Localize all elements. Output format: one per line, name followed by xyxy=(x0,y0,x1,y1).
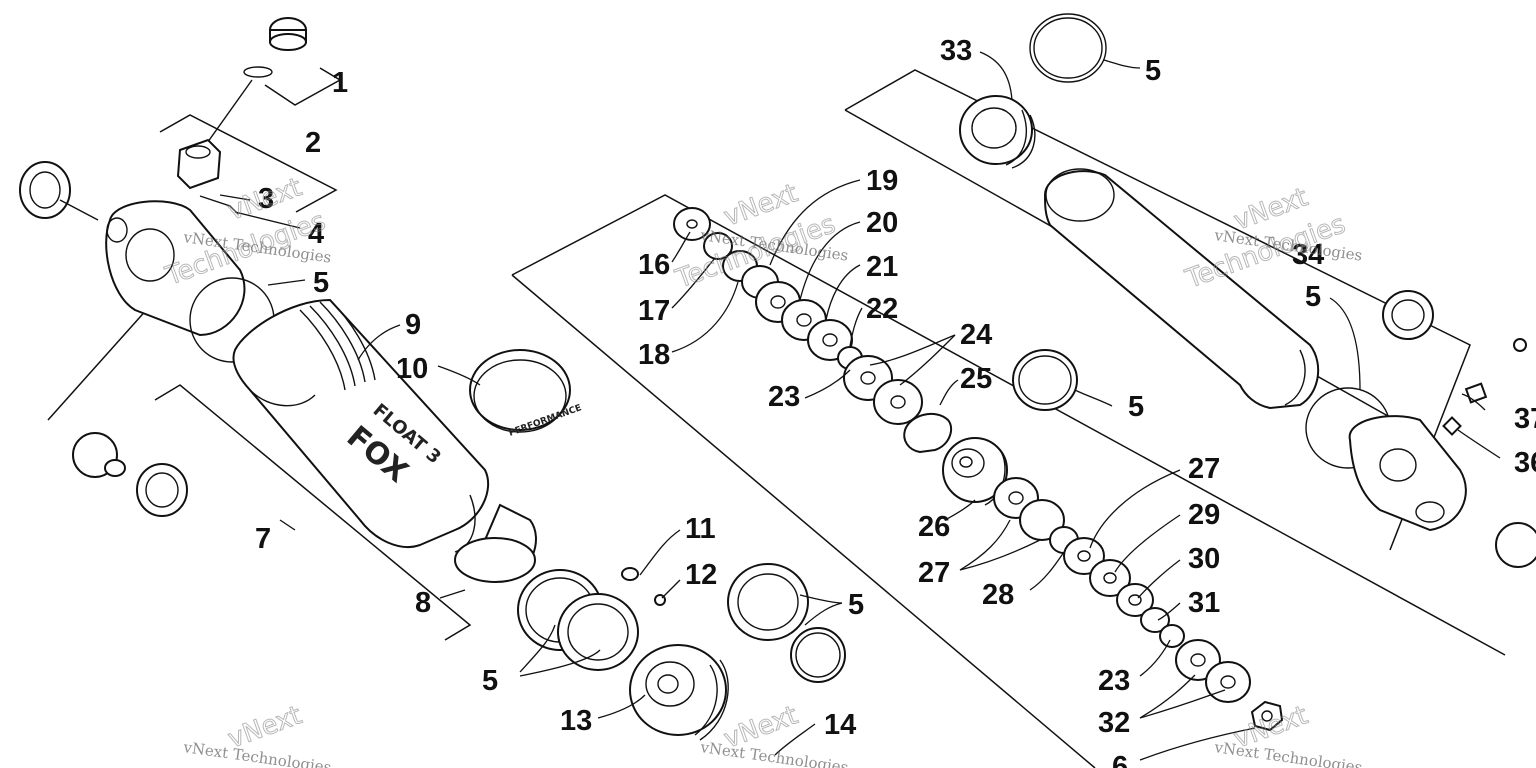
watermark-1: vNext vNext Technologies Technologies xyxy=(161,172,333,293)
label-28: 28 xyxy=(982,579,1014,611)
group-brackets xyxy=(47,67,1506,768)
label-13: 13 xyxy=(560,705,592,737)
label-33: 33 xyxy=(940,35,972,67)
center-shim-stack xyxy=(673,207,953,454)
leader-lines xyxy=(219,51,1501,761)
svg-text:vNext Technologies: vNext Technologies xyxy=(698,738,849,768)
label-6: 6 xyxy=(1112,751,1128,768)
label-34: 34 xyxy=(1292,239,1324,271)
watermark-4: vNext vNext Technologies xyxy=(181,700,332,768)
label-10: 10 xyxy=(396,353,428,385)
label-11: 11 xyxy=(685,513,716,545)
label-26: 26 xyxy=(918,511,950,543)
label-22: 22 xyxy=(866,293,898,325)
part-3-valve xyxy=(176,138,239,215)
label-5-b: 5 xyxy=(482,665,498,697)
label-19: 19 xyxy=(866,165,898,197)
part-labels: 1 2 3 4 5 7 8 9 10 5 11 12 5 13 14 16 17… xyxy=(255,35,1536,768)
label-23-b: 23 xyxy=(1098,665,1130,697)
label-29: 29 xyxy=(1188,499,1220,531)
part-26-piston xyxy=(942,437,1008,506)
part-33-cap xyxy=(959,95,1036,169)
part-5-seals-c xyxy=(727,563,846,683)
label-1: 1 xyxy=(332,67,348,99)
part-6-nut xyxy=(1250,700,1284,732)
label-14: 14 xyxy=(824,709,856,741)
part-13-piston xyxy=(629,644,729,741)
right-eye-bushings xyxy=(1382,290,1536,568)
label-5-a: 5 xyxy=(313,267,329,299)
part-5-seals-b xyxy=(517,569,639,671)
label-12: 12 xyxy=(685,559,717,591)
label-20: 20 xyxy=(866,207,898,239)
label-36: 36 xyxy=(1514,447,1536,479)
label-9: 9 xyxy=(405,309,421,341)
label-31: 31 xyxy=(1188,587,1220,619)
label-3: 3 xyxy=(258,183,274,215)
svg-text:vNext Technologies: vNext Technologies xyxy=(1212,738,1363,768)
label-2: 2 xyxy=(305,127,321,159)
label-7: 7 xyxy=(255,523,271,555)
label-17: 17 xyxy=(638,295,670,327)
part-11-12-pins xyxy=(621,567,666,606)
label-25: 25 xyxy=(960,363,992,395)
label-8: 8 xyxy=(415,587,431,619)
part-8-ring xyxy=(454,537,536,583)
label-23-a: 23 xyxy=(768,381,800,413)
part-5-oring-e xyxy=(1029,13,1107,83)
label-27-a: 27 xyxy=(918,557,950,589)
part-eye-end xyxy=(19,161,246,337)
label-4: 4 xyxy=(308,218,324,250)
part-reservoir-head xyxy=(1348,415,1467,532)
label-32: 32 xyxy=(1098,707,1130,739)
label-18: 18 xyxy=(638,339,670,371)
label-24: 24 xyxy=(960,319,992,351)
part-shaft-bushings xyxy=(72,432,188,517)
watermark-6: vNext vNext Technologies xyxy=(1212,700,1363,768)
label-37: 37 xyxy=(1514,403,1536,435)
label-5-f: 5 xyxy=(1305,281,1321,313)
label-21: 21 xyxy=(866,251,898,283)
part-34-reservoir xyxy=(1043,168,1320,410)
part-5-cup-d xyxy=(1012,349,1078,411)
part-10-band: PERFORMANCE xyxy=(469,349,583,439)
label-27-b: 27 xyxy=(1188,453,1220,485)
label-16: 16 xyxy=(638,249,670,281)
label-5-d: 5 xyxy=(1128,391,1144,423)
label-30: 30 xyxy=(1188,543,1220,575)
part-1-cap xyxy=(194,17,307,161)
label-5-e: 5 xyxy=(1145,55,1161,87)
label-5-c: 5 xyxy=(848,589,864,621)
